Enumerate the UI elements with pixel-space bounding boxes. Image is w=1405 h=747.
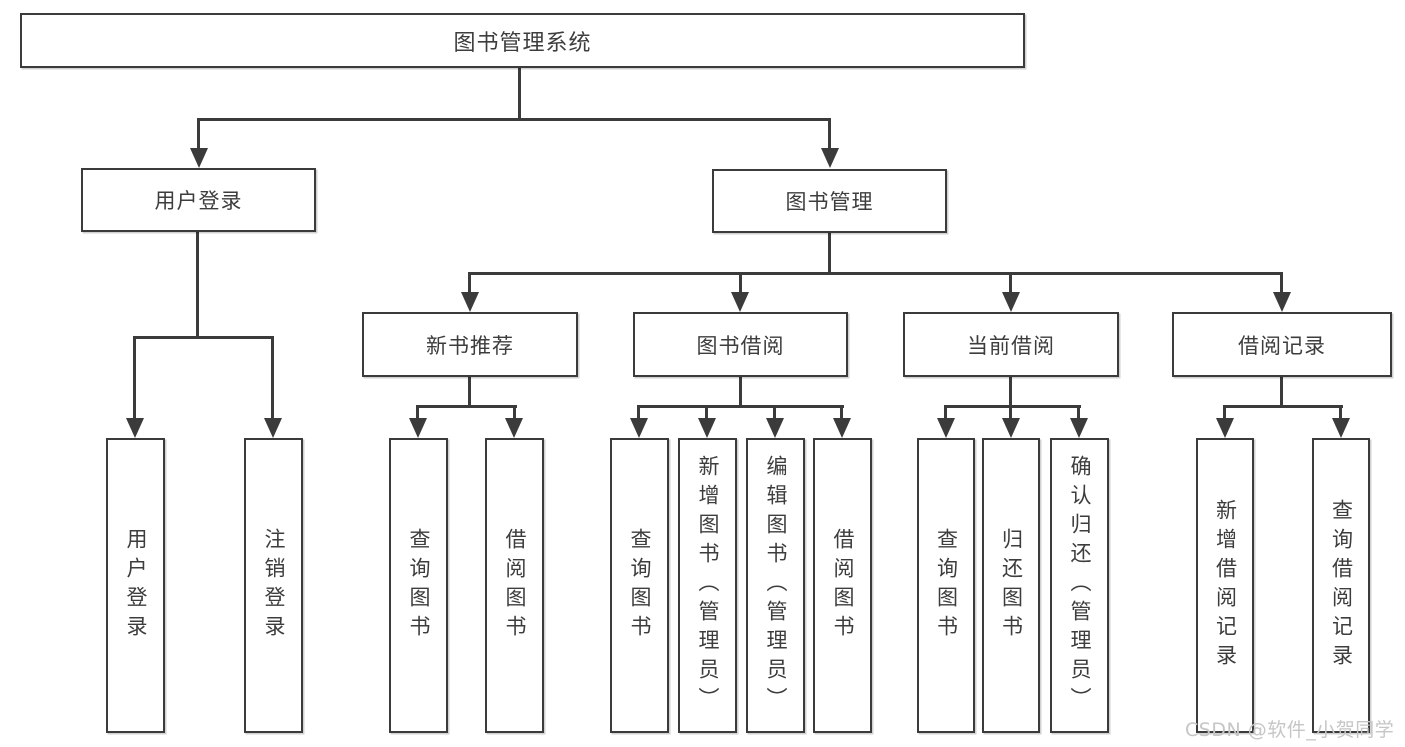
connector-line bbox=[1009, 377, 1012, 408]
connector-line bbox=[637, 405, 844, 408]
arrow-down-icon bbox=[505, 418, 523, 438]
arrow-down-icon bbox=[731, 292, 749, 312]
leaf-records-add-record: 新增借阅记录 bbox=[1196, 438, 1254, 733]
arrow-down-icon bbox=[766, 418, 784, 438]
leaf-label: 用户登录 bbox=[124, 527, 148, 644]
arrow-down-icon bbox=[126, 418, 144, 438]
connector-line bbox=[1077, 405, 1080, 420]
leaf-records-query-record: 查询借阅记录 bbox=[1312, 438, 1370, 733]
arrow-down-icon bbox=[461, 292, 479, 312]
connector-line bbox=[1339, 405, 1342, 420]
node-current-borrowing: 当前借阅 bbox=[903, 312, 1119, 377]
leaf-label: 借阅图书 bbox=[503, 527, 527, 644]
leaf-logout: 注销登录 bbox=[244, 438, 303, 733]
arrow-down-icon bbox=[1332, 418, 1350, 438]
connector-line bbox=[196, 232, 199, 338]
leaf-recommend-borrow-books: 借阅图书 bbox=[485, 438, 544, 733]
connector-line bbox=[197, 118, 200, 150]
leaf-label: 新增图书（管理员） bbox=[696, 455, 720, 716]
connector-line bbox=[271, 336, 274, 420]
leaf-label: 注销登录 bbox=[262, 527, 286, 644]
connector-line bbox=[944, 405, 1081, 408]
leaf-borrowing-edit-books-admin: 编辑图书（管理员） bbox=[746, 438, 805, 733]
leaf-label: 查询借阅记录 bbox=[1329, 498, 1354, 673]
arrow-down-icon bbox=[1002, 292, 1020, 312]
node-user-login: 用户登录 bbox=[81, 168, 316, 232]
leaf-borrowing-add-books-admin: 新增图书（管理员） bbox=[678, 438, 737, 733]
node-book-borrowing: 图书借阅 bbox=[633, 312, 848, 377]
connector-line bbox=[513, 405, 516, 420]
connector-line bbox=[828, 233, 831, 274]
arrow-down-icon bbox=[1216, 418, 1234, 438]
connector-line bbox=[944, 405, 947, 420]
connector-line bbox=[197, 118, 831, 121]
watermark: CSDN @软件_小贺同学 bbox=[1185, 719, 1395, 741]
connector-line bbox=[133, 336, 274, 339]
leaf-label: 编辑图书（管理员） bbox=[764, 455, 788, 716]
node-library-system: 图书管理系统 bbox=[20, 13, 1025, 68]
arrow-down-icon bbox=[1273, 292, 1291, 312]
leaf-current-confirm-return-admin: 确认归还（管理员） bbox=[1050, 438, 1109, 733]
connector-line bbox=[828, 118, 831, 150]
arrow-down-icon bbox=[190, 148, 208, 168]
arrow-down-icon bbox=[264, 418, 282, 438]
connector-line bbox=[133, 336, 136, 420]
connector-line bbox=[518, 68, 521, 118]
arrow-down-icon bbox=[630, 418, 648, 438]
arrow-down-icon bbox=[1002, 418, 1020, 438]
connector-line bbox=[416, 405, 419, 420]
leaf-label: 借阅图书 bbox=[831, 527, 855, 644]
leaf-label: 确认归还（管理员） bbox=[1068, 455, 1092, 716]
connector-line bbox=[1009, 405, 1012, 420]
node-borrowing-records: 借阅记录 bbox=[1172, 312, 1392, 377]
connector-line bbox=[468, 272, 1283, 275]
connector-line bbox=[1223, 405, 1343, 408]
connector-line bbox=[637, 405, 640, 420]
connector-line bbox=[468, 377, 471, 408]
arrow-down-icon bbox=[1070, 418, 1088, 438]
leaf-current-query-books: 查询图书 bbox=[917, 438, 975, 733]
connector-line bbox=[705, 405, 708, 420]
node-book-management: 图书管理 bbox=[712, 169, 947, 233]
leaf-borrowing-borrow-books: 借阅图书 bbox=[813, 438, 872, 733]
connector-line bbox=[416, 405, 517, 408]
arrow-down-icon bbox=[698, 418, 716, 438]
leaf-label: 新增借阅记录 bbox=[1213, 498, 1238, 673]
arrow-down-icon bbox=[409, 418, 427, 438]
leaf-label: 查询图书 bbox=[934, 527, 959, 644]
connector-line bbox=[1009, 272, 1012, 294]
leaf-label: 查询图书 bbox=[407, 527, 431, 644]
connector-line bbox=[1280, 272, 1283, 294]
leaf-user-login: 用户登录 bbox=[106, 438, 165, 733]
connector-line bbox=[1223, 405, 1226, 420]
leaf-label: 查询图书 bbox=[628, 527, 652, 644]
connector-line bbox=[1280, 377, 1283, 408]
connector-line bbox=[739, 377, 742, 408]
leaf-recommend-query-books: 查询图书 bbox=[389, 438, 448, 733]
leaf-borrowing-query-books: 查询图书 bbox=[610, 438, 669, 733]
connector-line bbox=[739, 272, 742, 294]
connector-line bbox=[840, 405, 843, 420]
leaf-current-return-books: 归还图书 bbox=[982, 438, 1040, 733]
connector-line bbox=[773, 405, 776, 420]
connector-line bbox=[468, 272, 471, 294]
arrow-down-icon bbox=[833, 418, 851, 438]
arrow-down-icon bbox=[821, 148, 839, 168]
arrow-down-icon bbox=[937, 418, 955, 438]
leaf-label: 归还图书 bbox=[999, 527, 1024, 644]
node-new-book-recommend: 新书推荐 bbox=[362, 312, 578, 377]
